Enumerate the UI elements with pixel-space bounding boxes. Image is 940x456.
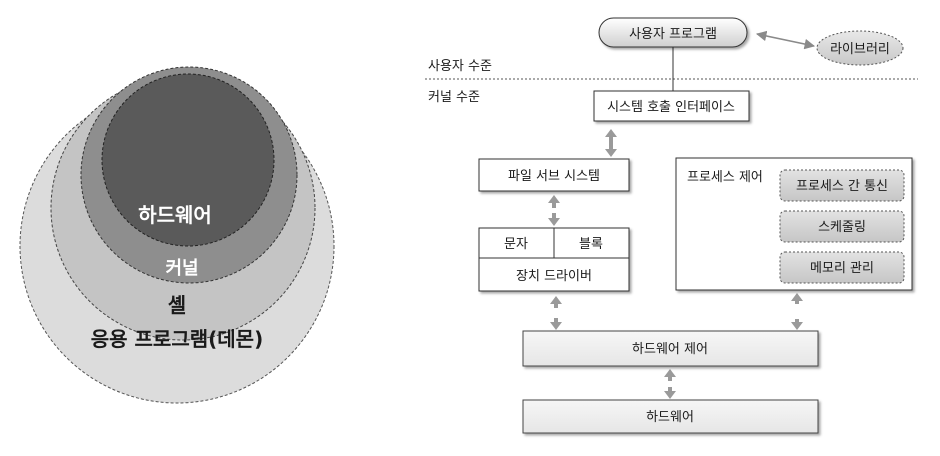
file-subsystem-label: 파일 서브 시스템 — [508, 169, 600, 184]
memory-mgmt-label: 메모리 관리 — [810, 261, 874, 276]
user-level-label: 사용자 수준 — [428, 59, 492, 74]
user-program-label: 사용자 프로그램 — [629, 27, 717, 42]
app-label: 응용 프로그램(데몬) — [91, 327, 263, 351]
process-control-box: 프로세스 제어 프로세스 간 통신 스케줄링 메모리 관리 — [675, 157, 913, 291]
syscall-interface-label: 시스템 호출 인터페이스 — [607, 100, 735, 115]
hardware-label: 하드웨어 — [138, 203, 212, 227]
hardware-control-box: 하드웨어 제어 — [522, 330, 819, 367]
block-label: 블록 — [579, 237, 603, 252]
library-box: 라이브러리 — [816, 30, 904, 66]
ipc-box: 프로세스 간 통신 — [779, 169, 905, 202]
double-arrow — [548, 195, 560, 226]
hardware-box: 하드웨어 — [522, 399, 819, 434]
device-driver-group: 문자 블록 장치 드라이버 — [478, 227, 630, 292]
kernel-level-label: 커널 수준 — [428, 90, 480, 105]
double-arrow — [791, 293, 803, 330]
process-control-label: 프로세스 제어 — [687, 170, 763, 185]
user-program-box: 사용자 프로그램 — [598, 17, 748, 48]
memory-mgmt-box: 메모리 관리 — [779, 251, 905, 284]
ipc-label: 프로세스 간 통신 — [796, 179, 888, 194]
syscall-interface-box: 시스템 호출 인터페이스 — [593, 90, 750, 122]
double-arrow — [664, 369, 676, 399]
program-library-arrow — [755, 30, 816, 50]
hardware-label-box: 하드웨어 — [646, 410, 694, 425]
hardware-core — [101, 73, 275, 247]
shell-label: 셸 — [168, 293, 186, 317]
double-arrow — [605, 129, 617, 157]
onion-diagram: 하드웨어 커널 셸 응용 프로그램(데몬) — [19, 66, 335, 404]
scheduling-label: 스케줄링 — [818, 220, 866, 235]
double-arrow — [550, 296, 562, 330]
scheduling-box: 스케줄링 — [779, 210, 905, 243]
char-label: 문자 — [504, 237, 528, 252]
hardware-control-label: 하드웨어 제어 — [632, 342, 708, 357]
file-subsystem-box: 파일 서브 시스템 — [478, 158, 630, 192]
kernel-label: 커널 — [165, 258, 198, 279]
device-driver-label: 장치 드라이버 — [516, 269, 592, 284]
architecture-diagram: 사용자 수준 커널 수준 사용자 프로그램 라이브러리 시스템 호출 인터페이스 — [425, 17, 918, 434]
library-label: 라이브러리 — [830, 42, 890, 57]
